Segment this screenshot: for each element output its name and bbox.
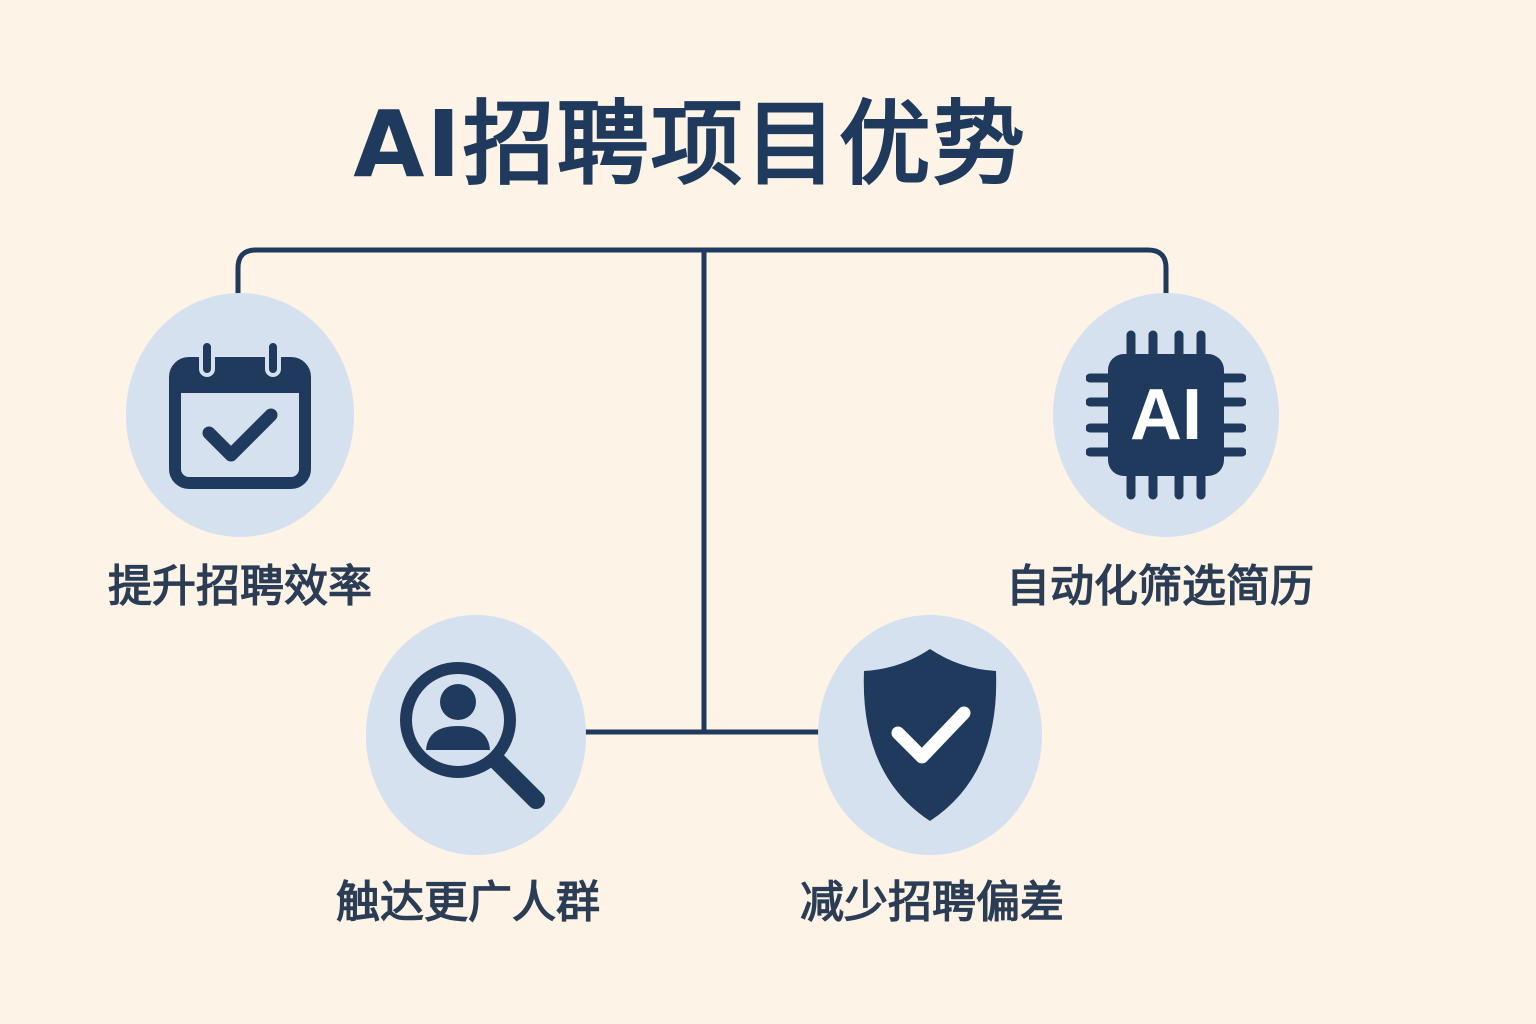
node-screening-label: 自动化筛选简历 [1006,561,1314,612]
shield-check-icon [863,649,997,821]
ai-chip-text: AI [1130,375,1202,455]
page-title: AI招聘项目优势 [353,91,1027,198]
search-person-icon [400,662,545,809]
node-bias-label: 减少招聘偏差 [800,877,1064,928]
node-efficiency-circle [126,293,354,537]
ai-chip-icon: AI [1086,330,1246,500]
node-screening-circle: AI [1053,293,1279,537]
node-bias-circle [818,615,1042,855]
calendar-check-icon [169,339,311,489]
node-reach-circle [366,615,586,855]
node-reach-label: 触达更广人群 [336,877,600,928]
node-efficiency-label: 提升招聘效率 [108,561,372,612]
